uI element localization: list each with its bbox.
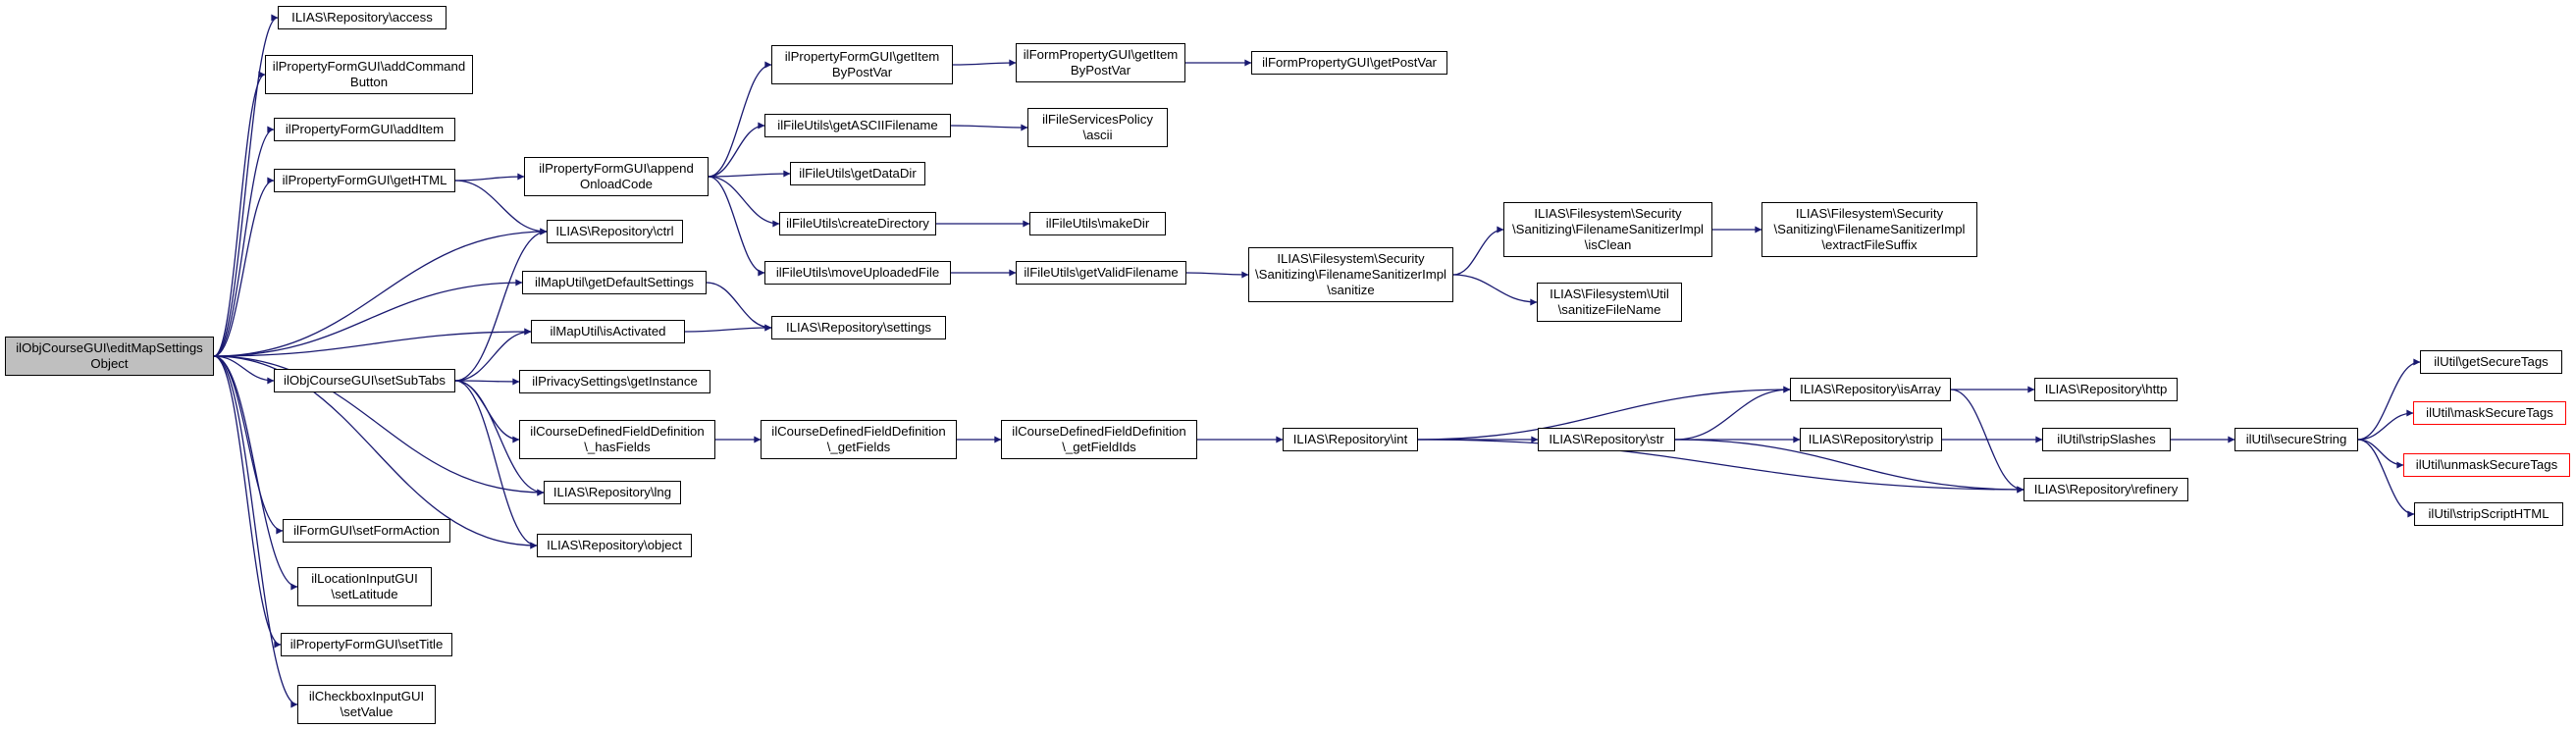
node-appendOnloadCode[interactable]: ilPropertyFormGUI\append OnloadCode — [524, 157, 709, 196]
edge-root-to-setSubTabs — [213, 355, 275, 385]
edge-int-to-refinery — [1417, 439, 2024, 494]
node-fileServicesPolicy-ascii[interactable]: ilFileServicesPolicy \ascii — [1027, 108, 1168, 147]
node-getItemByPostVar[interactable]: ilPropertyFormGUI\getItem ByPostVar — [771, 45, 953, 84]
node-repository-settings[interactable]: ILIAS\Repository\settings — [771, 316, 946, 339]
node-repository-int[interactable]: ILIAS\Repository\int — [1283, 428, 1418, 451]
edge-setSubTabs-to-isActivated — [454, 328, 532, 382]
edge-root-to-setLatitude — [213, 355, 298, 591]
edge-setSubTabs-to-lng — [454, 380, 545, 496]
node-setSubTabs[interactable]: ilObjCourseGUI\setSubTabs — [274, 369, 455, 392]
edge-getHTML-to-ctrl — [454, 180, 548, 235]
edge-getItemByPostVar-to-formGetItemByPostVar — [952, 59, 1017, 67]
edge-secureString-to-unmaskSecureTags — [2357, 439, 2404, 469]
edge-secureString-to-getSecureTags — [2357, 358, 2421, 441]
edge-isActivated-to-settings — [684, 324, 772, 333]
edge-appendOnloadCode-to-moveUploadedFile — [708, 176, 765, 277]
edge-root-to-addItem — [213, 126, 275, 357]
edge-appendOnloadCode-to-getDataDir — [708, 170, 791, 178]
node-moveUploadedFile[interactable]: ilFileUtils\moveUploadedFile — [764, 261, 951, 285]
edge-sanitize-to-sanitizeFileName — [1452, 274, 1538, 306]
edge-appendOnloadCode-to-createDirectory — [708, 176, 780, 228]
node-hasFields[interactable]: ilCourseDefinedFieldDefinition \_hasFiel… — [519, 420, 715, 459]
edge-setSubTabs-to-object — [454, 380, 538, 549]
edge-secureString-to-maskSecureTags — [2357, 409, 2414, 441]
node-privacySettings-getInstance[interactable]: ilPrivacySettings\getInstance — [519, 370, 710, 393]
edge-sanitize-to-isClean — [1452, 226, 1504, 276]
node-util-sanitizeFileName[interactable]: ILIAS\Filesystem\Util \sanitizeFileName — [1537, 283, 1682, 322]
node-unmaskSecureTags[interactable]: ilUtil\unmaskSecureTags — [2403, 453, 2570, 477]
edge-getASCIIFilename-to-policyAscii — [950, 124, 1028, 131]
edge-root-to-getHTML — [213, 177, 275, 357]
node-setFormAction[interactable]: ilFormGUI\setFormAction — [283, 519, 450, 543]
edge-root-to-lng — [213, 355, 545, 496]
edge-root-to-setValue — [213, 355, 298, 708]
node-repository-access[interactable]: ILIAS\Repository\access — [278, 6, 447, 29]
edge-secureString-to-stripScriptHTML — [2357, 439, 2415, 518]
node-setValue[interactable]: ilCheckboxInputGUI \setValue — [297, 685, 436, 724]
edge-setSubTabs-to-privacy — [454, 378, 520, 386]
node-addItem[interactable]: ilPropertyFormGUI\addItem — [274, 118, 455, 141]
node-repository-strip[interactable]: ILIAS\Repository\strip — [1800, 428, 1942, 451]
edge-getHTML-to-appendOnloadCode — [454, 173, 525, 182]
node-makeDir[interactable]: ilFileUtils\makeDir — [1029, 212, 1166, 235]
node-formProperty-getItemByPostVar[interactable]: ilFormPropertyGUI\getItem ByPostVar — [1016, 43, 1185, 82]
node-setTitle[interactable]: ilPropertyFormGUI\setTitle — [281, 633, 452, 656]
edge-appendOnloadCode-to-getItemByPostVar — [708, 61, 772, 178]
node-isActivated[interactable]: ilMapUtil\isActivated — [531, 320, 685, 343]
node-repository-object[interactable]: ILIAS\Repository\object — [537, 534, 692, 557]
node-getSecureTags[interactable]: ilUtil\getSecureTags — [2420, 350, 2562, 374]
edge-str-to-isArray — [1674, 386, 1791, 441]
node-repository-lng[interactable]: ILIAS\Repository\lng — [544, 481, 681, 504]
node-filenameSanitizer-sanitize[interactable]: ILIAS\Filesystem\Security \Sanitizing\Fi… — [1248, 247, 1453, 302]
edge-root-to-setTitle — [213, 355, 282, 649]
edge-root-to-access — [213, 14, 279, 357]
node-getValidFilename[interactable]: ilFileUtils\getValidFilename — [1016, 261, 1186, 285]
node-getDefaultSettings[interactable]: ilMapUtil\getDefaultSettings — [522, 271, 707, 294]
edge-root-to-object — [213, 355, 538, 549]
node-getPostVar[interactable]: ilFormPropertyGUI\getPostVar — [1251, 51, 1447, 75]
edge-getDefaultSettings-to-settings — [706, 282, 772, 332]
node-addCommandButton[interactable]: ilPropertyFormGUI\addCommand Button — [265, 55, 473, 94]
edge-root-to-isActivated — [213, 328, 532, 357]
node-maskSecureTags[interactable]: ilUtil\maskSecureTags — [2413, 401, 2566, 425]
edge-root-to-ctrl — [213, 228, 548, 357]
node-getASCIIFilename[interactable]: ilFileUtils\getASCIIFilename — [764, 114, 951, 137]
node-getFieldIds[interactable]: ilCourseDefinedFieldDefinition \_getFiel… — [1001, 420, 1197, 459]
edge-root-to-getDefaultSettings — [213, 279, 523, 357]
edge-str-to-refinery — [1674, 439, 2024, 494]
edge-int-to-isArray — [1417, 386, 1791, 441]
node-filenameSanitizer-extractFileSuffix[interactable]: ILIAS\Filesystem\Security \Sanitizing\Fi… — [1761, 202, 1977, 257]
node-getDataDir[interactable]: ilFileUtils\getDataDir — [790, 162, 925, 185]
edge-root-to-addCommandButton — [213, 71, 266, 357]
edge-getValidFilename-to-sanitize — [1185, 271, 1249, 279]
node-getHTML[interactable]: ilPropertyFormGUI\getHTML — [274, 169, 455, 192]
node-repository-refinery[interactable]: ILIAS\Repository\refinery — [2024, 478, 2188, 501]
node-repository-str[interactable]: ILIAS\Repository\str — [1538, 428, 1675, 451]
node-root-editMapSettingsObject[interactable]: ilObjCourseGUI\editMapSettings Object — [5, 337, 214, 376]
node-repository-isArray[interactable]: ILIAS\Repository\isArray — [1790, 378, 1951, 401]
node-repository-http[interactable]: ILIAS\Repository\http — [2034, 378, 2178, 401]
node-setLatitude[interactable]: ilLocationInputGUI \setLatitude — [297, 567, 432, 606]
edge-appendOnloadCode-to-getASCIIFilename — [708, 122, 765, 178]
node-filenameSanitizer-isClean[interactable]: ILIAS\Filesystem\Security \Sanitizing\Fi… — [1503, 202, 1712, 257]
node-createDirectory[interactable]: ilFileUtils\createDirectory — [779, 212, 936, 235]
node-stripScriptHTML[interactable]: ilUtil\stripScriptHTML — [2414, 502, 2563, 526]
edge-setSubTabs-to-ctrl — [454, 228, 548, 382]
node-stripSlashes[interactable]: ilUtil\stripSlashes — [2042, 428, 2171, 451]
node-secureString[interactable]: ilUtil\secureString — [2234, 428, 2358, 451]
node-getFields[interactable]: ilCourseDefinedFieldDefinition \_getFiel… — [761, 420, 957, 459]
node-repository-ctrl[interactable]: ILIAS\Repository\ctrl — [547, 220, 683, 243]
